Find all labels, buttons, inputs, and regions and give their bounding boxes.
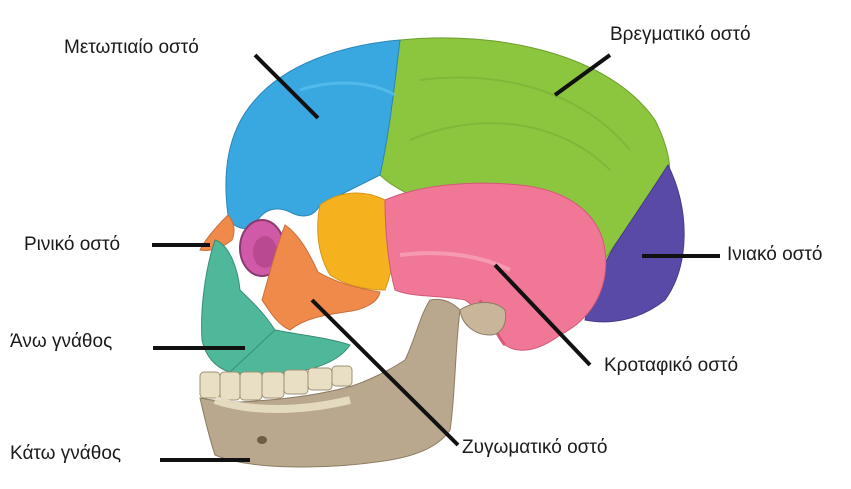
label-mandible: Κάτω γνάθος	[10, 444, 121, 463]
label-frontal: Μετωπιαίο οστό	[64, 38, 199, 57]
label-temporal: Κροταφικό οστό	[604, 356, 738, 375]
label-occipital: Ινιακό οστό	[727, 245, 822, 264]
label-parietal: Βρεγματικό οστό	[610, 25, 751, 44]
label-nasal: Ρινικό οστό	[24, 235, 120, 254]
label-maxilla: Άνω γνάθος	[10, 332, 112, 351]
label-zygomatic: Ζυγωματικό οστό	[462, 438, 607, 457]
sphenoid-bone	[318, 193, 394, 290]
